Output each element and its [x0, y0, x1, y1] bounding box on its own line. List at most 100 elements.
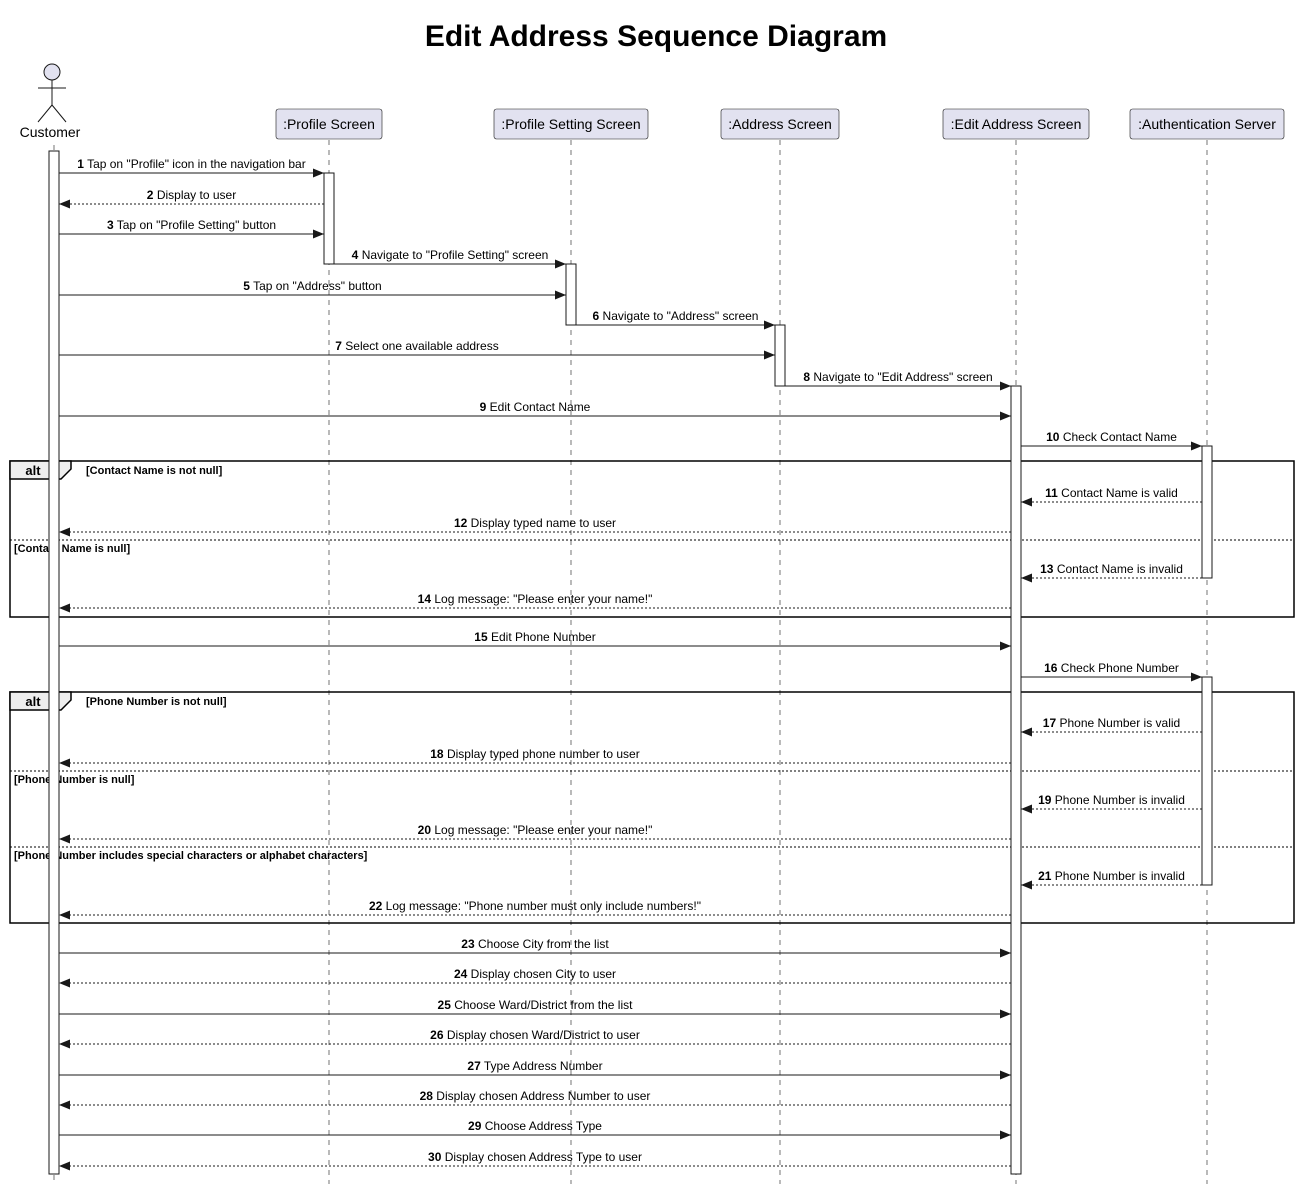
- message-label: 2 Display to user: [147, 188, 236, 202]
- message-15: 15 Edit Phone Number: [59, 630, 1011, 651]
- message-24: 24 Display chosen City to user: [59, 967, 1011, 988]
- fragment-condition: [Phone Number is not null]: [86, 696, 227, 708]
- participant-label: :Address Screen: [728, 116, 832, 132]
- message-text: Phone Number is invalid: [1051, 869, 1184, 883]
- message-number: 2: [147, 188, 154, 202]
- participant-auth: :Authentication Server: [1129, 108, 1285, 140]
- fragment-condition: [Contact Name is null]: [14, 543, 130, 555]
- arrowhead-icon: [1000, 1130, 1011, 1140]
- message-3: 3 Tap on "Profile Setting" button: [59, 218, 324, 239]
- message-text: Tap on "Address" button: [250, 279, 382, 293]
- arrowhead-icon: [1000, 948, 1011, 958]
- message-label: 20 Log message: "Please enter your name!…: [418, 823, 653, 837]
- message-9: 9 Edit Contact Name: [59, 400, 1011, 421]
- arrowhead-icon: [59, 603, 70, 613]
- message-label: 17 Phone Number is valid: [1043, 716, 1180, 730]
- message-text: Navigate to "Profile Setting" screen: [358, 248, 548, 262]
- message-number: 7: [335, 339, 342, 353]
- message-label: 21 Phone Number is invalid: [1038, 869, 1185, 883]
- message-11: 11 Contact Name is valid: [1021, 486, 1202, 507]
- message-number: 28: [420, 1089, 434, 1103]
- message-number: 20: [418, 823, 432, 837]
- fragment-condition: [Contact Name is not null]: [86, 465, 223, 477]
- message-text: Type Address Number: [481, 1059, 603, 1073]
- arrowhead-icon: [555, 290, 566, 300]
- arrowhead-icon: [1000, 381, 1011, 391]
- message-26: 26 Display chosen Ward/District to user: [59, 1028, 1011, 1049]
- message-number: 30: [428, 1150, 442, 1164]
- message-label: 7 Select one available address: [335, 339, 498, 353]
- activation-bar: [323, 172, 335, 265]
- message-text: Select one available address: [342, 339, 499, 353]
- message-label: 19 Phone Number is invalid: [1038, 793, 1185, 807]
- message-number: 26: [430, 1028, 444, 1042]
- message-label: 28 Display chosen Address Number to user: [420, 1089, 651, 1103]
- message-text: Choose City from the list: [475, 937, 610, 951]
- message-number: 6: [593, 309, 600, 323]
- message-number: 22: [369, 899, 383, 913]
- message-text: Check Phone Number: [1057, 661, 1178, 675]
- message-number: 24: [454, 967, 468, 981]
- message-text: Display chosen Address Number to user: [433, 1089, 650, 1103]
- arrowhead-icon: [1000, 411, 1011, 421]
- arrowhead-icon: [1021, 804, 1032, 814]
- arrowhead-icon: [1000, 1009, 1011, 1019]
- arrowhead-icon: [59, 527, 70, 537]
- arrowhead-icon: [1000, 1070, 1011, 1080]
- message-label: 18 Display typed phone number to user: [430, 747, 639, 761]
- message-number: 1: [77, 157, 84, 171]
- message-number: 18: [430, 747, 444, 761]
- message-label: 16 Check Phone Number: [1044, 661, 1179, 675]
- activation-bar: [48, 150, 60, 1175]
- message-text: Check Contact Name: [1059, 430, 1177, 444]
- participant-profile: :Profile Screen: [275, 108, 383, 140]
- message-17: 17 Phone Number is valid: [1021, 716, 1202, 737]
- message-label: 1 Tap on "Profile" icon in the navigatio…: [77, 157, 305, 171]
- arrowhead-icon: [1021, 573, 1032, 583]
- message-label: 4 Navigate to "Profile Setting" screen: [352, 248, 549, 262]
- arrowhead-icon: [764, 350, 775, 360]
- message-text: Navigate to "Address" screen: [599, 309, 758, 323]
- message-number: 13: [1040, 562, 1054, 576]
- arrowhead-icon: [764, 320, 775, 330]
- arrowhead-icon: [555, 259, 566, 269]
- activation-bar: [774, 324, 786, 387]
- message-text: Choose Address Type: [481, 1119, 602, 1133]
- message-23: 23 Choose City from the list: [59, 937, 1011, 958]
- message-6: 6 Navigate to "Address" screen: [576, 309, 775, 330]
- arrowhead-icon: [59, 1039, 70, 1049]
- message-label: 11 Contact Name is valid: [1045, 486, 1178, 500]
- message-number: 27: [467, 1059, 481, 1073]
- message-number: 12: [454, 516, 468, 530]
- message-text: Edit Contact Name: [486, 400, 590, 414]
- message-number: 29: [468, 1119, 482, 1133]
- message-label: 24 Display chosen City to user: [454, 967, 616, 981]
- fragment-condition: [Phone Number includes special character…: [14, 850, 368, 862]
- actor-stick-figure-icon: [37, 63, 67, 123]
- message-30: 30 Display chosen Address Type to user: [59, 1150, 1011, 1171]
- message-number: 25: [438, 998, 452, 1012]
- message-number: 9: [480, 400, 487, 414]
- message-text: Tap on "Profile" icon in the navigation …: [84, 157, 306, 171]
- message-text: Phone Number is valid: [1056, 716, 1180, 730]
- message-5: 5 Tap on "Address" button: [59, 279, 566, 300]
- arrowhead-icon: [1000, 641, 1011, 651]
- participant-edit_address: :Edit Address Screen: [942, 108, 1090, 140]
- message-16: 16 Check Phone Number: [1021, 661, 1202, 682]
- participant-label: :Profile Setting Screen: [501, 116, 640, 132]
- message-label: 6 Navigate to "Address" screen: [593, 309, 759, 323]
- participant-label: Customer: [20, 124, 81, 140]
- message-label: 25 Choose Ward/District from the list: [438, 998, 634, 1012]
- fragment-keyword: alt: [25, 463, 41, 478]
- message-label: 9 Edit Contact Name: [480, 400, 591, 414]
- message-number: 8: [803, 370, 810, 384]
- message-text: Tap on "Profile Setting" button: [114, 218, 276, 232]
- message-text: Contact Name is invalid: [1053, 562, 1182, 576]
- arrowhead-icon: [1021, 727, 1032, 737]
- activation-bar: [565, 263, 577, 326]
- arrowhead-icon: [59, 199, 70, 209]
- message-text: Display chosen Address Type to user: [441, 1150, 642, 1164]
- participant-profile_setting: :Profile Setting Screen: [493, 108, 649, 140]
- participant-label: :Edit Address Screen: [951, 116, 1082, 132]
- arrowhead-icon: [59, 910, 70, 920]
